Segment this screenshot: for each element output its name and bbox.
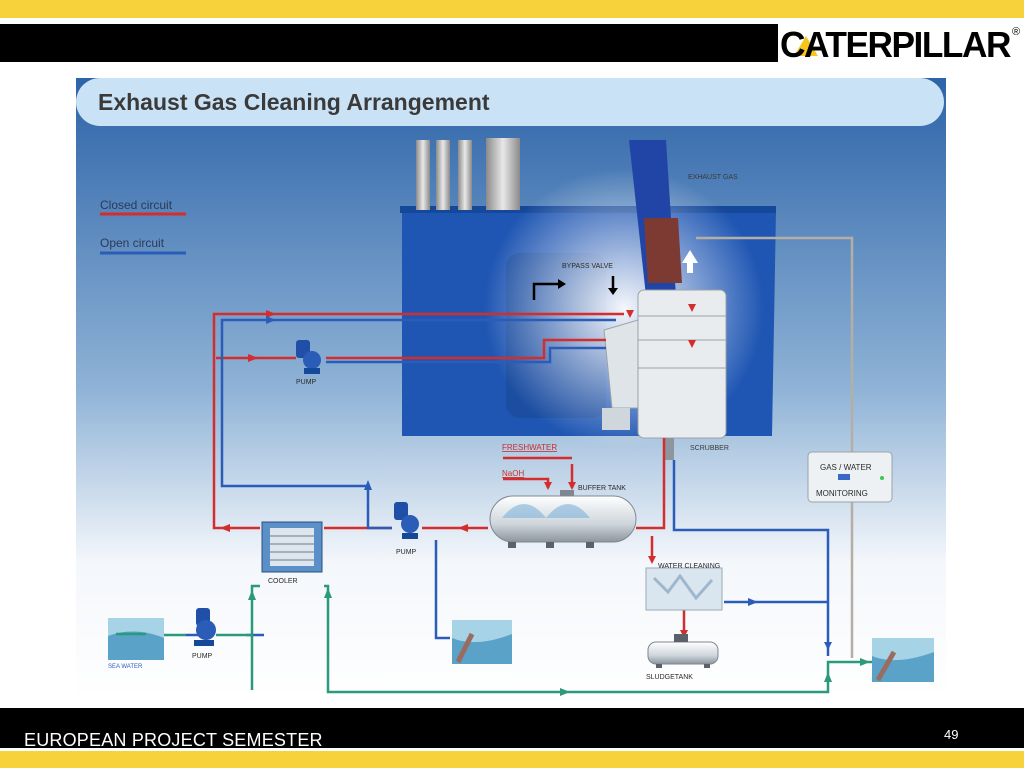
pump-middle-label: PUMP [396, 549, 417, 556]
flow-arrow-icon [266, 316, 276, 324]
flow-arrow-icon [824, 672, 832, 682]
footer-title: EUROPEAN PROJECT SEMESTER [24, 730, 323, 750]
cooler [261, 521, 323, 573]
scrubber-inlet-cone [603, 319, 639, 409]
sludge-tank [647, 634, 719, 668]
pump-upper-label: PUMP [296, 379, 317, 386]
overboard-discharge-view-middle [452, 620, 512, 664]
flow-arrow-icon [544, 482, 552, 490]
flow-arrow-icon [648, 556, 656, 564]
buffer-tank [489, 490, 637, 548]
bypass-valve-label: BYPASS VALVE [562, 263, 613, 270]
flow-arrow-icon [568, 482, 576, 490]
logo-registered-mark: ® [1012, 26, 1020, 38]
overboard-discharge-view-right [872, 638, 934, 682]
flow-arrow-icon [364, 480, 372, 490]
title-bar [76, 78, 944, 126]
exhaust-gas-label: EXHAUST GAS [688, 174, 738, 181]
spray-nozzle-icon [688, 304, 696, 312]
water-cleaning-unit [645, 567, 723, 611]
bypass-arrow-icon [558, 279, 566, 289]
monitor-display-icon [838, 474, 850, 480]
exhaust-gas-cleaning-diagram: Exhaust Gas Cleaning Arrangement Closed … [76, 78, 946, 700]
exhaust-stack-lower [644, 218, 682, 283]
funnel-pipe [416, 140, 430, 210]
monitoring-line [696, 236, 854, 658]
top-accent-band [0, 0, 1024, 18]
exhaust-up-arrow-icon [682, 250, 698, 263]
pump-lower [194, 608, 216, 646]
pump-upper [296, 340, 321, 374]
valve-down-arrow-icon [608, 288, 618, 295]
gas-water-monitoring-box [807, 451, 893, 503]
flow-arrow-icon [220, 524, 230, 532]
footer-band [0, 708, 1024, 748]
scrubber-drain [664, 438, 674, 460]
flow-arrow-icon [458, 524, 468, 532]
flow-arrow-icon [824, 642, 832, 650]
diagram-title: Exhaust Gas Cleaning Arrangement [98, 89, 490, 115]
legend-closed-label: Closed circuit [100, 198, 173, 212]
freshwater-label: FRESHWATER [502, 443, 557, 452]
scrubber-label: SCRUBBER [690, 445, 729, 452]
caterpillar-logo: CATERPILLAR ® [778, 20, 1024, 64]
water-cleaning-label: WATER CLEANING [658, 563, 720, 570]
naoh-label: NaOH [502, 469, 524, 478]
open-circuit-pipes [186, 318, 830, 656]
flow-arrow-icon [248, 590, 256, 600]
logo-wordmark: CATERPILLAR [780, 24, 1011, 64]
flow-arrow-icon [324, 588, 332, 598]
logo-triangle-icon [794, 36, 818, 56]
buffer-tank-label: BUFFER TANK [578, 485, 626, 492]
flow-arrow-icon [266, 310, 276, 318]
spray-nozzle-icon [688, 340, 696, 348]
pump-lower-label: PUMP [192, 653, 213, 660]
sea-water-label: SEA WATER [108, 664, 143, 670]
bottom-accent-band [0, 751, 1024, 768]
sludge-tank-label: SLUDGETANK [646, 674, 693, 681]
monitor-status-light-icon [880, 476, 884, 480]
flow-arrow-icon [248, 354, 258, 362]
spray-nozzle-icon [626, 310, 634, 318]
scrubber-vessel [637, 289, 727, 439]
pump-middle [394, 502, 419, 539]
cooler-label: COOLER [268, 578, 298, 585]
bypass-path [532, 282, 558, 300]
scrubber-inlet-base [602, 408, 630, 430]
water-cleaning-texture [652, 573, 714, 601]
funnel-pipe [436, 140, 450, 210]
flow-arrow-icon [748, 598, 758, 606]
legend-open-label: Open circuit [100, 236, 165, 250]
flow-arrow-icon [560, 688, 570, 696]
funnel-pipe [458, 140, 472, 210]
monitoring-label: MONITORING [816, 489, 868, 498]
sea-water-intake-view [108, 618, 164, 660]
page-number: 49 [944, 727, 959, 742]
flow-arrow-icon [860, 658, 870, 666]
exhaust-up-arrow-stem [687, 263, 693, 273]
funnel-pipe-large [486, 138, 520, 210]
gas-water-label: GAS / WATER [820, 463, 872, 472]
